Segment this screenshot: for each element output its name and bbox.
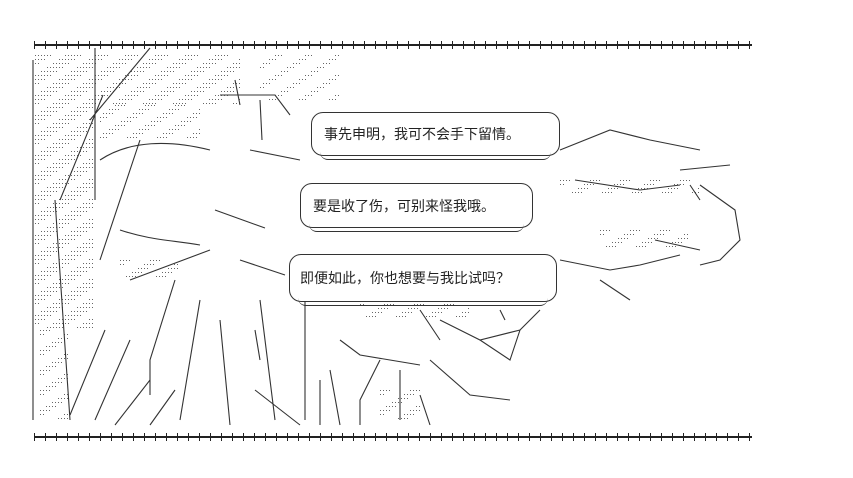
art-dot-texture xyxy=(35,55,699,419)
speech-bubble-3: 即便如此，你也想要与我比试吗？ xyxy=(289,254,557,306)
art-line xyxy=(339,329,521,425)
art-line xyxy=(254,299,321,426)
art-line xyxy=(99,142,211,395)
art-line xyxy=(32,47,151,421)
bottom-divider xyxy=(34,433,752,441)
art-line xyxy=(329,184,701,426)
art-line xyxy=(214,79,301,276)
speech-bubble-1: 事先申明，我可不会手下留情。 xyxy=(311,112,560,160)
art-line xyxy=(559,129,741,266)
art-line xyxy=(419,254,681,341)
dialogue-line-3: 即便如此，你也想要与我比试吗？ xyxy=(300,271,510,287)
speech-bubble-2: 要是收了伤，可别来怪我哦。 xyxy=(300,183,533,232)
art-line xyxy=(69,299,231,426)
dialogue-line-2: 要是收了伤，可别来怪我哦。 xyxy=(313,198,495,215)
top-divider xyxy=(34,41,752,49)
dialogue-line-1: 事先申明，我可不会手下留情。 xyxy=(324,127,520,143)
